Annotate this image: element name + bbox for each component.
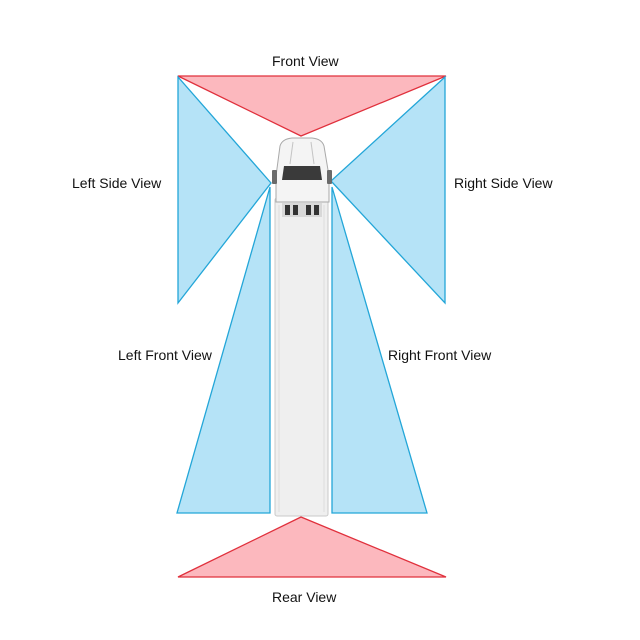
right-side-view-label: Right Side View xyxy=(454,175,553,191)
rear-view-zone xyxy=(177,516,447,578)
semi-truck-top-view-icon xyxy=(272,137,332,517)
truck-trailer xyxy=(274,197,329,517)
left-front-view-zone xyxy=(176,186,271,514)
truck-windshield xyxy=(282,166,322,180)
front-view-zone xyxy=(177,75,447,137)
rear-view-label: Rear View xyxy=(272,589,337,605)
left-side-view-label: Left Side View xyxy=(72,175,162,191)
left-front-view-label: Left Front View xyxy=(118,347,212,363)
right-front-view-zone xyxy=(331,186,428,514)
front-view-label: Front View xyxy=(272,53,339,69)
left-side-view-zone xyxy=(177,75,272,305)
right-side-view-zone xyxy=(330,75,446,305)
right-front-view-label: Right Front View xyxy=(388,347,492,363)
truck-right-mirror xyxy=(327,170,332,184)
truck-left-mirror xyxy=(272,170,277,184)
